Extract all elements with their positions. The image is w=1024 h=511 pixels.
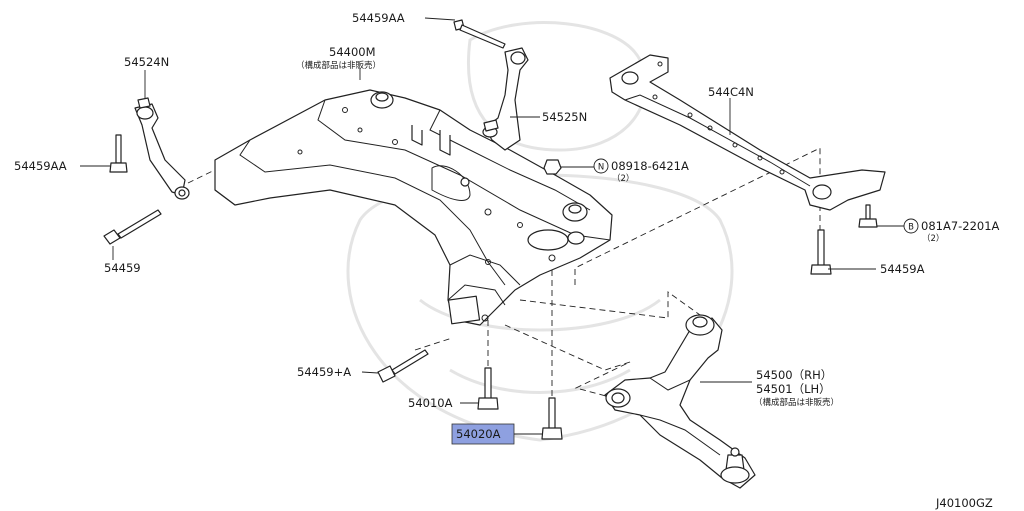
label-54459AA-top[interactable]: 54459AA [352,11,405,25]
bolt-081A7-2201A[interactable] [858,204,878,228]
bolt-54459A[interactable] [810,229,832,275]
label-54501-LH[interactable]: 54501（LH） [756,382,831,396]
label-54525N[interactable]: 54525N [542,110,587,124]
label-54524N[interactable]: 54524N [124,55,169,69]
leader-lines [80,17,904,435]
bolt-54459[interactable] [103,209,162,245]
link-54524N[interactable] [134,97,190,200]
link-54525N[interactable] [482,47,529,151]
label-081A7-2201A-qty: （2） [922,233,944,244]
label-arm-note: （構成部品は非販売） [754,397,839,408]
crossmember-54400M[interactable] [214,89,613,326]
bolt-prefix: B [908,223,914,233]
bolt-54459-plus-A[interactable] [377,349,429,383]
label-54010A[interactable]: 54010A [408,396,453,410]
bolt-54020A[interactable] [541,397,563,440]
lower-control-arm[interactable] [604,314,756,489]
label-08918-6421A-qty: （2） [612,173,634,184]
label-081A7-2201A[interactable]: 081A7-2201A [921,219,1000,233]
drawing-code: J40100GZ [935,496,993,510]
label-54400M[interactable]: 54400M [329,45,376,59]
label-544C4N[interactable]: 544C4N [708,85,754,99]
nut-prefix-badge: N [593,158,609,174]
label-54459-plus-A[interactable]: 54459+A [297,365,351,379]
nut-08918-6421A[interactable] [543,159,562,175]
label-54400M-note: （構成部品は非販売） [296,60,381,71]
nut-prefix: N [598,163,604,173]
bolt-54459AA-left[interactable] [109,134,128,173]
bolt-54459AA-top[interactable] [453,19,506,49]
bolt-54010A[interactable] [477,367,499,410]
label-54020A[interactable]: 54020A [456,427,501,441]
label-54459A[interactable]: 54459A [880,262,925,276]
label-54459AA-left[interactable]: 54459AA [14,159,67,173]
bolt-prefix-badge: B [903,218,919,234]
label-08918-6421A[interactable]: 08918-6421A [611,159,689,173]
label-54500-RH[interactable]: 54500（RH） [756,368,832,382]
stay-544C4N[interactable] [609,54,886,211]
label-54459[interactable]: 54459 [104,261,141,275]
